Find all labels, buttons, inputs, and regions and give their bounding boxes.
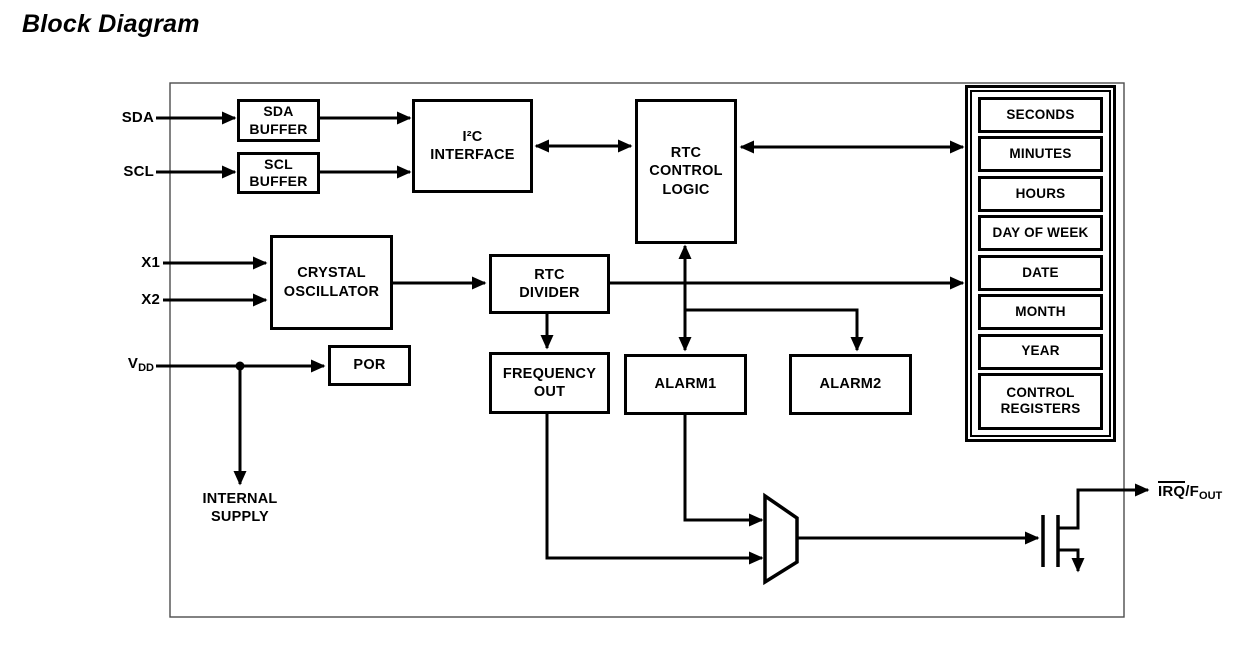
register-year: YEAR bbox=[978, 333, 1103, 370]
register-seconds: SECONDS bbox=[978, 97, 1103, 133]
block-frequency-out: FREQUENCY OUT bbox=[489, 352, 610, 414]
pin-label-scl: SCL bbox=[123, 163, 154, 180]
vdd-subscript: DD bbox=[138, 362, 154, 374]
pin-label-irq-fout: IRQ/FOUT bbox=[1158, 481, 1222, 502]
block-crystal-oscillator: CRYSTAL OSCILLATOR bbox=[270, 235, 393, 330]
mux-shape bbox=[763, 492, 799, 586]
vdd-base: V bbox=[127, 355, 139, 372]
wire-source-down bbox=[1059, 548, 1085, 573]
block-scl-buffer: SCL BUFFER bbox=[237, 152, 320, 194]
register-minutes: MINUTES bbox=[978, 136, 1103, 173]
irq-slash-f: /F bbox=[1185, 483, 1200, 500]
pin-label-sda: SDA bbox=[121, 109, 154, 126]
register-month: MONTH bbox=[978, 294, 1103, 331]
irq-overline-text: IRQ bbox=[1158, 481, 1186, 500]
block-alarm1: ALARM1 bbox=[624, 354, 747, 415]
chip-boundary bbox=[169, 82, 1125, 618]
fout-subscript: OUT bbox=[1199, 490, 1223, 502]
pin-label-x2: X2 bbox=[141, 291, 160, 308]
wire-branch-to-alarm2 bbox=[685, 308, 864, 352]
pin-label-vdd: VDD bbox=[108, 355, 154, 374]
pin-label-x1: X1 bbox=[141, 254, 160, 271]
wire-drain-to-irq-fout bbox=[1059, 483, 1150, 530]
block-rtc-control-logic: RTC CONTROL LOGIC bbox=[635, 99, 737, 244]
register-date: DATE bbox=[978, 254, 1103, 291]
label-internal-supply: INTERNAL SUPPLY bbox=[202, 491, 278, 526]
wire-freq-out-to-mux bbox=[545, 414, 764, 565]
mosfet-symbol bbox=[1041, 515, 1060, 567]
page-title: Block Diagram bbox=[22, 10, 200, 38]
block-rtc-divider: RTC DIVIDER bbox=[489, 254, 610, 314]
register-file-inner: SECONDS MINUTES HOURS DAY OF WEEK DATE M… bbox=[970, 90, 1111, 437]
register-day-of-week: DAY OF WEEK bbox=[978, 215, 1103, 252]
block-sda-buffer: SDA BUFFER bbox=[237, 99, 320, 142]
block-por: POR bbox=[328, 345, 411, 386]
block-alarm2: ALARM2 bbox=[789, 354, 912, 415]
block-i2c-interface: I²C INTERFACE bbox=[412, 99, 533, 193]
register-control-registers: CONTROL REGISTERS bbox=[978, 372, 1103, 430]
junction-dot bbox=[235, 361, 245, 371]
register-file: SECONDS MINUTES HOURS DAY OF WEEK DATE M… bbox=[965, 85, 1116, 442]
register-hours: HOURS bbox=[978, 175, 1103, 212]
wire-alarm1-to-mux bbox=[683, 414, 764, 527]
